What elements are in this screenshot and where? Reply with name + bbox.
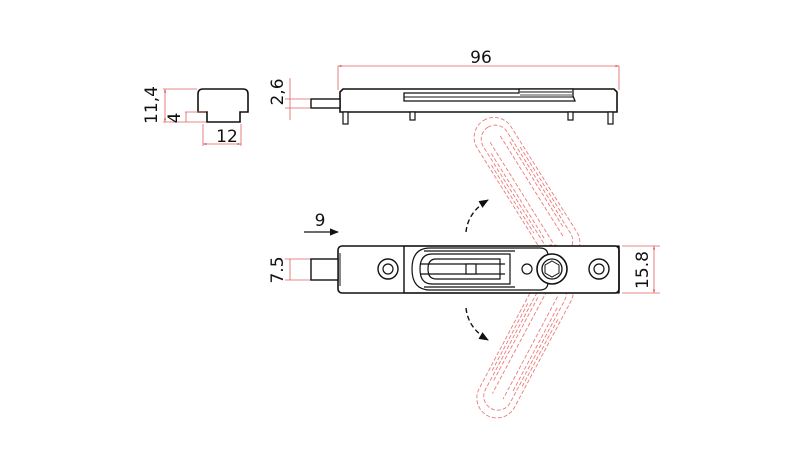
front-view: 9 7.5 xyxy=(268,199,660,341)
dim-base-height: 4 xyxy=(165,113,185,124)
front-pin xyxy=(310,258,339,281)
end-view: 11,4 4 12 xyxy=(142,86,249,147)
dim-length: 96 xyxy=(470,48,492,68)
slider-lever xyxy=(411,247,549,291)
profile-view: 96 2,6 xyxy=(268,48,620,125)
dim-plate-thickness: 2,6 xyxy=(268,78,288,105)
dim-body-height: 15.8 xyxy=(633,251,653,289)
dim-width: 12 xyxy=(216,127,238,147)
pivot-screw xyxy=(536,253,568,285)
screw-hole-right xyxy=(588,258,610,280)
rotation-arrow-down xyxy=(465,307,489,341)
dim-total-height: 11,4 xyxy=(142,86,162,124)
rotation-arrow-up xyxy=(465,199,489,233)
screw-hole-left xyxy=(377,258,399,280)
profile-pin xyxy=(310,98,341,109)
detent-hole xyxy=(521,263,533,275)
dim-travel: 9 xyxy=(315,211,326,231)
end-view-profile xyxy=(197,88,249,123)
dim-pin-height: 7.5 xyxy=(268,256,288,283)
